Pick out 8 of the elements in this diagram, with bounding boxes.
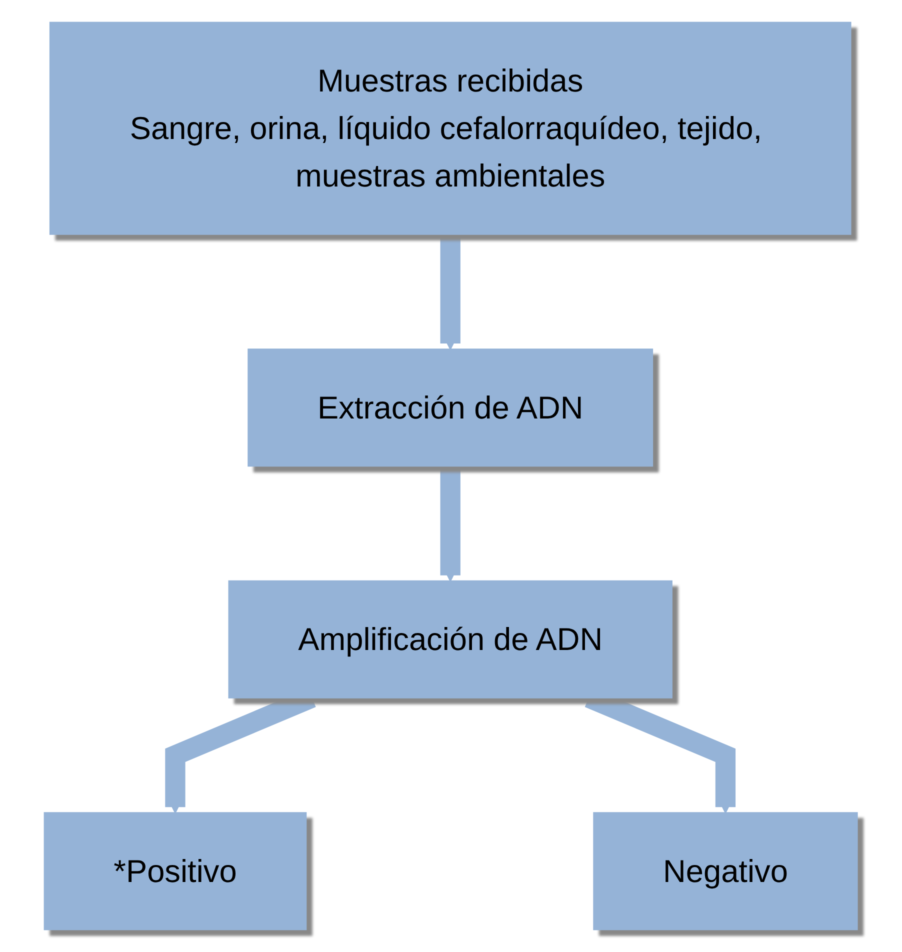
node-box bbox=[50, 22, 852, 235]
node-box bbox=[593, 812, 858, 930]
node-box bbox=[44, 812, 307, 930]
node-box bbox=[228, 580, 673, 698]
flowchart: Muestras recibidas Sangre, orina, líquido cefalorraquídeo, tejido, muestras ambientales Extracción de ADN Amplificación de ADN *Positivo Negativo bbox=[33, 11, 869, 941]
arrow bbox=[440, 234, 461, 350]
arrow bbox=[440, 466, 461, 582]
node-box bbox=[248, 348, 654, 467]
